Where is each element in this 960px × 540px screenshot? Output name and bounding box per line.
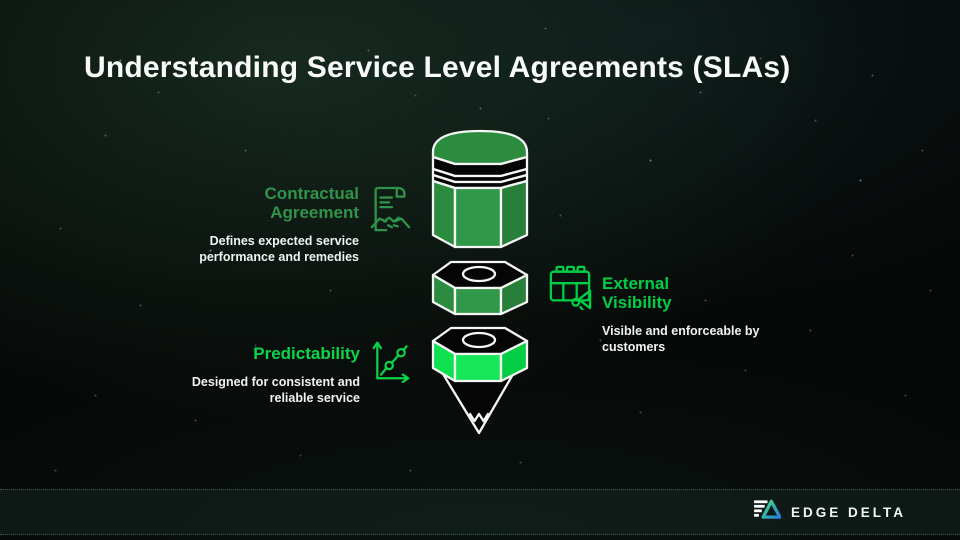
- trend-chart-icon: [370, 336, 412, 384]
- feature-title: Predictability: [253, 344, 360, 363]
- edge-delta-logo: EDGE DELTA: [754, 498, 906, 526]
- contract-handshake-icon: [368, 184, 412, 236]
- feature-predictability: Predictability Designed for consistent a…: [185, 336, 412, 406]
- feature-description: Defines expected service performance and…: [199, 234, 359, 264]
- feature-title: Contractual Agreement: [264, 184, 359, 222]
- calendar-megaphone-icon: [548, 264, 592, 310]
- feature-external-visibility: External Visibility Visible and enforcea…: [548, 264, 767, 355]
- star-field: [0, 0, 1, 1]
- pencil-bottom-segment: [431, 326, 529, 435]
- pencil-top-segment: [431, 129, 529, 249]
- pencil-middle-segment: [431, 260, 529, 316]
- footer-bar: EDGE DELTA: [0, 489, 960, 535]
- edge-delta-logomark-icon: [754, 498, 782, 526]
- feature-title: External Visibility: [602, 274, 672, 312]
- pencil-illustration: [415, 123, 545, 453]
- slide-title: Understanding Service Level Agreements (…: [84, 51, 791, 84]
- feature-description: Designed for consistent and reliable ser…: [191, 375, 360, 405]
- feature-contractual-agreement: Contractual Agreement Defines expected s…: [184, 184, 412, 265]
- feature-description: Visible and enforceable by customers: [602, 324, 760, 354]
- brand-name: EDGE DELTA: [790, 504, 906, 520]
